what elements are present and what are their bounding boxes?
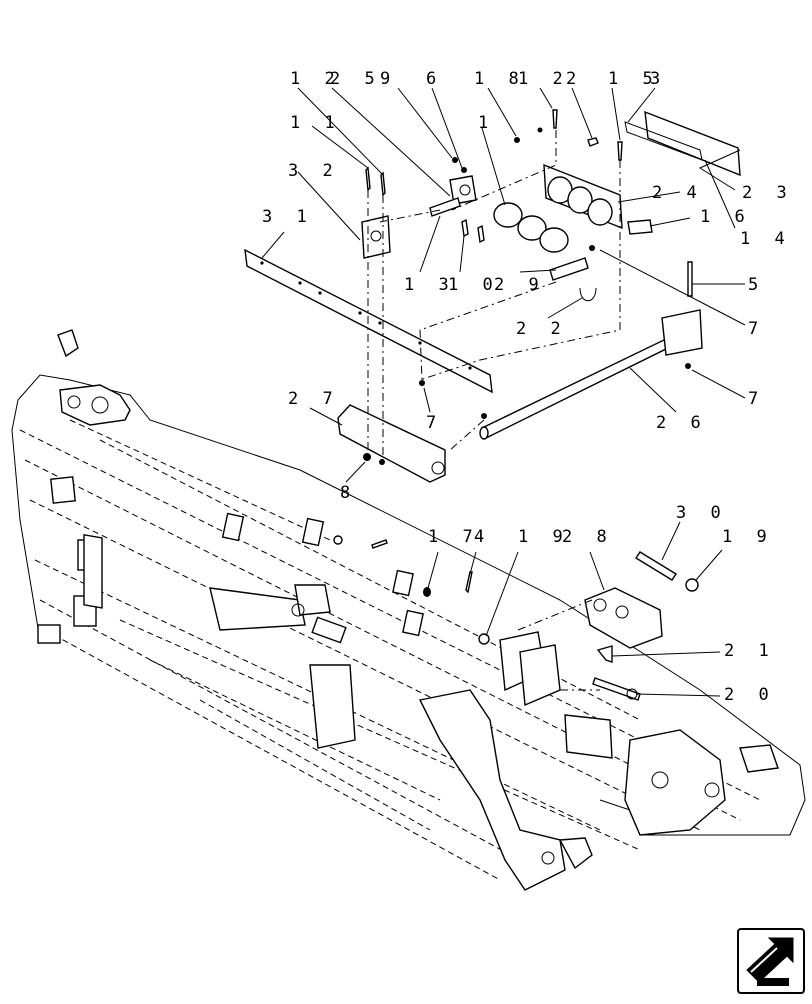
callout-19b: 1 9 [722,527,774,547]
callout-13: 1 3 [404,275,456,295]
callout-24: 2 4 [652,183,704,203]
lens-part-23 [644,110,741,177]
callout-22: 2 2 [516,319,568,339]
next-page-arrow-icon [746,937,794,986]
callout-6: 6 [426,69,443,89]
callout-19a: 1 9 [518,527,570,547]
callout-20: 2 0 [724,685,776,705]
callout-labels: 1 2 2 5 9 6 1 8 1 2 2 1 5 3 1 1 1 3 2 2 … [262,69,794,705]
callout-15: 1 5 [608,69,660,89]
callout-14: 1 4 [740,229,792,249]
bracket-part-27 [337,404,446,483]
callout-2: 2 [566,69,583,89]
callout-11: 1 1 [290,113,342,133]
callout-7b: 7 [748,389,765,409]
callout-9a: 9 [380,69,397,89]
callout-7c: 7 [426,413,443,433]
callout-17: 1 7 [428,527,480,547]
callout-30: 3 0 [676,503,728,523]
callout-12a: 1 2 [290,69,342,89]
rod-part-26 [481,337,673,439]
callout-28: 2 8 [562,527,614,547]
callout-32: 3 2 [288,161,340,181]
plate-part-29 [549,257,589,281]
callout-21: 2 1 [724,641,776,661]
callout-7a: 7 [748,319,765,339]
callout-26: 2 6 [656,413,708,433]
callout-16: 1 6 [700,207,752,227]
callout-31: 3 1 [262,207,314,227]
callout-8: 8 [340,483,357,503]
callout-29: 2 9 [494,275,546,295]
callout-18: 1 8 [474,69,526,89]
leader-lines [261,87,746,697]
switch-bracket-part-25 [449,175,477,205]
main-frame [11,329,806,891]
upper-assembly [244,109,741,707]
callout-23: 2 3 [742,183,794,203]
next-page-button[interactable] [737,928,805,994]
callout-1: 1 [478,113,495,133]
callout-3: 3 [650,69,667,89]
callout-25: 2 5 [330,69,382,89]
pin-part-30 [635,551,677,581]
callout-10: 1 0 [448,275,500,295]
callout-12b: 1 2 [518,69,570,89]
gasket-part-14 [624,121,703,161]
callout-27: 2 7 [288,389,340,409]
callout-5: 5 [748,275,765,295]
bracket-part-32 [361,215,391,259]
callout-4: 4 [474,527,491,547]
